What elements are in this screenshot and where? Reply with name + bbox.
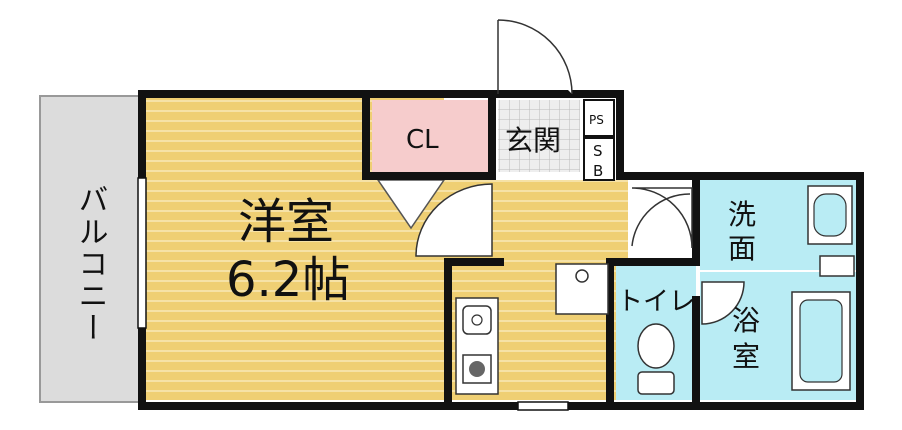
sink-icon [462,305,492,335]
toilet-icon [637,323,675,395]
closet-area [372,100,490,172]
shoe-box [583,137,615,181]
balcony-window [137,177,147,329]
walls [138,90,864,410]
washroom-door-swing [631,187,693,249]
room-door-swing [415,183,493,257]
fridge-space [555,263,609,315]
fridge-outlet-icon [575,269,589,283]
western-room-label: 洋室 [238,194,334,250]
entrance-door-swing [497,19,573,95]
balcony-label: バルコニー [73,184,108,344]
toilet-door-swing [631,193,691,247]
bathroom-label-1: 浴 [732,304,760,337]
western-room-size: 6.2帖 [226,252,350,308]
washer-space [819,255,855,277]
washroom-label-1: 洗 [728,198,756,231]
balcony-area [39,95,141,403]
toilet-label: トイレ [617,287,695,317]
shoe-box-label-b: B [593,162,603,180]
pipe-space-label: PS [589,113,604,127]
kitchen-window [517,401,569,411]
closet-label: CL [406,125,439,155]
entrance-area [498,100,580,172]
pipe-space-box [583,99,615,137]
shoe-box-label-s: S [593,142,603,160]
bathroom-door-swing [701,281,745,325]
bathroom-label-2: 室 [732,340,760,373]
washroom-label-2: 面 [728,232,756,265]
entrance-label: 玄関 [505,124,561,157]
